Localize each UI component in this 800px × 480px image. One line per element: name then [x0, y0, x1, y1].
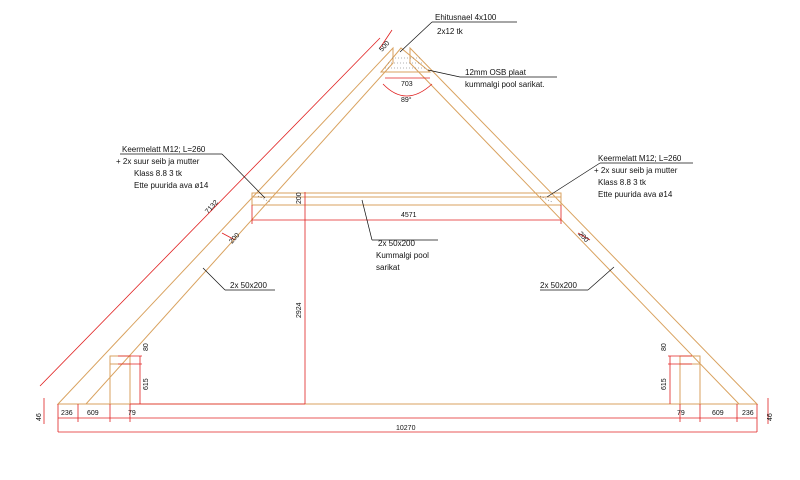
left-bolt-line-4: Ette puurida ava ø14 [134, 181, 209, 190]
dim-apex-703: 703 [401, 81, 413, 88]
dim-left-615: 615 [143, 378, 150, 390]
right-knee-post [679, 355, 701, 404]
dim-left-609: 609 [87, 410, 99, 417]
dim-rafter-length: 7132 [204, 199, 220, 215]
right-bolt-line-4: Ette puurida ava ø14 [598, 190, 673, 199]
right-bolt-marker [539, 195, 553, 203]
bolt-markers [257, 195, 553, 203]
left-rafter-label: 2x 50x200 [230, 281, 267, 290]
dim-right-80: 80 [661, 343, 668, 351]
dim-left-80: 80 [143, 343, 150, 351]
apex-osb-gusset [379, 47, 432, 73]
dim-right-46: 46 [767, 413, 774, 421]
dim-left-79: 79 [128, 410, 136, 417]
annotations: Ehitusnael 4x100 2x12 tk 12mm OSB plaat … [116, 13, 682, 290]
dim-right-79: 79 [677, 410, 685, 417]
dim-collar-depth: 200 [296, 192, 303, 204]
dim-height: 2924 [296, 302, 303, 318]
apex-nail-pattern [385, 57, 427, 69]
dim-total-span: 10270 [396, 425, 416, 432]
dim-left-236: 236 [61, 410, 73, 417]
dim-collar-length: 4571 [401, 212, 417, 219]
collar-line-1: 2x 50x200 [378, 239, 415, 248]
right-rafter [409, 46, 759, 405]
dim-right-200: 200 [577, 231, 590, 244]
left-rafter [56, 46, 394, 405]
collar-tie [251, 192, 562, 206]
left-bolt-line-2: + 2x suur seib ja mutter [116, 157, 200, 166]
left-knee-post [109, 355, 131, 404]
dimension-values: 500 703 89° 7132 200 4571 200 200 2924 8… [36, 40, 774, 432]
timber-members [56, 46, 759, 405]
left-bolt-line-1: Keermelatt M12; L=260 [122, 145, 206, 154]
dim-left-46: 46 [36, 413, 43, 421]
right-rafter-label: 2x 50x200 [540, 281, 577, 290]
osb-line-1: 12mm OSB plaat [465, 68, 527, 77]
dim-right-236: 236 [742, 410, 754, 417]
right-bolt-line-1: Keermelatt M12; L=260 [598, 154, 682, 163]
dimension-lines [39, 29, 769, 433]
dim-right-615: 615 [661, 378, 668, 390]
right-bolt-line-3: Klass 8.8 3 tk [598, 178, 647, 187]
collar-line-2: Kummalgi pool [376, 251, 429, 260]
leader-lines [120, 21, 693, 291]
left-bolt-line-3: Klass 8.8 3 tk [134, 169, 183, 178]
osb-line-2: kummalgi pool sarikat. [465, 80, 545, 89]
right-bolt-line-2: + 2x suur seib ja mutter [594, 166, 678, 175]
dim-apex-angle: 89° [401, 96, 412, 104]
nail-quantity: 2x12 tk [437, 27, 464, 36]
rafter-length-dim [39, 37, 381, 387]
nail-title: Ehitusnael 4x100 [435, 13, 497, 22]
apex-angle-arc [382, 83, 433, 97]
dim-right-609: 609 [712, 410, 724, 417]
collar-line-3: sarikat [376, 263, 400, 272]
left-bolt-marker [257, 195, 271, 203]
